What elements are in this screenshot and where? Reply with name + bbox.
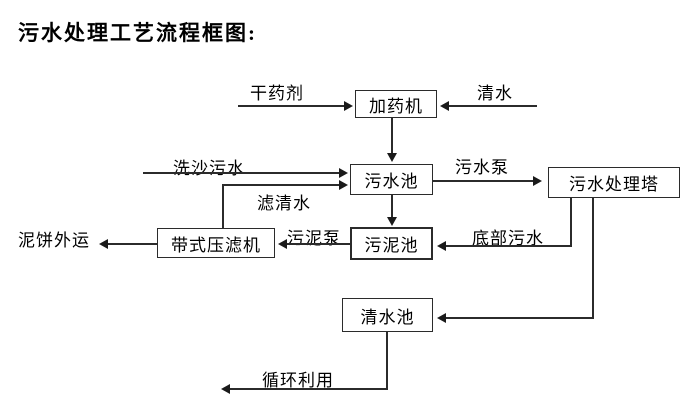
arrowhead-mud-cake-icon [99, 239, 108, 249]
line-tower-to-clear-pool [446, 317, 594, 319]
line-sand-washing-to-sewage-pool [143, 172, 340, 174]
arrowhead-into-clear-pool-icon [437, 313, 446, 323]
box-clear-water-pool: 清水池 [342, 298, 433, 332]
arrowhead-into-tower-icon [533, 176, 542, 186]
arrowhead-recycle-icon [221, 384, 230, 394]
line-sewage-pump-to-tower [433, 180, 533, 182]
line-sewage-pool-to-sludge-pool [391, 195, 393, 218]
line-dry-agent-to-dosing [238, 105, 345, 107]
box-treatment-tower: 污水处理塔 [548, 167, 680, 198]
arrowhead-into-dosing-left-icon [344, 101, 353, 111]
label-sewage-pump: 污水泵 [455, 158, 509, 177]
box-dosing-machine: 加药机 [355, 90, 437, 118]
line-press-to-filtered-water [222, 184, 224, 228]
line-recycle-horizontal [230, 388, 388, 390]
line-filtered-water-horizontal [222, 184, 340, 186]
label-sludge-pump: 污泥泵 [287, 229, 341, 248]
box-sewage-pool: 污水池 [350, 164, 433, 195]
label-filtered-water: 滤清水 [257, 194, 311, 213]
diagram-title: 污水处理工艺流程框图: [18, 21, 257, 45]
line-dosing-to-sewage-pool [391, 118, 393, 154]
arrowhead-into-dosing-right-icon [440, 101, 449, 111]
line-tower-down-short [570, 198, 572, 246]
label-clear-water: 清水 [477, 84, 513, 103]
label-mud-cake-out: 泥饼外运 [18, 231, 90, 250]
label-bottom-sewage: 底部污水 [472, 229, 544, 248]
line-clear-pool-down [386, 332, 388, 389]
line-bottom-sewage-to-sludge-pool [446, 245, 572, 247]
box-sludge-pool: 污泥池 [350, 227, 433, 260]
line-clear-water-to-dosing [447, 105, 537, 107]
box-belt-filter-press: 带式压滤机 [157, 228, 275, 258]
line-sludge-pump-to-press [287, 243, 350, 245]
line-tower-down-long [592, 198, 594, 318]
arrowhead-sand-washing-icon [339, 168, 348, 178]
arrowhead-into-sewage-pool-top-icon [387, 153, 397, 162]
line-press-to-mud-cake [108, 243, 157, 245]
arrowhead-sludge-pump-icon [278, 239, 287, 249]
label-recycle-use: 循环利用 [262, 371, 334, 390]
arrowhead-filtered-water-icon [339, 180, 348, 190]
arrowhead-bottom-sewage-icon [437, 241, 446, 251]
arrowhead-into-sludge-pool-top-icon [387, 217, 397, 226]
label-dry-agent: 干药剂 [250, 84, 304, 103]
label-sand-washing-sewage: 洗沙污水 [173, 159, 245, 178]
